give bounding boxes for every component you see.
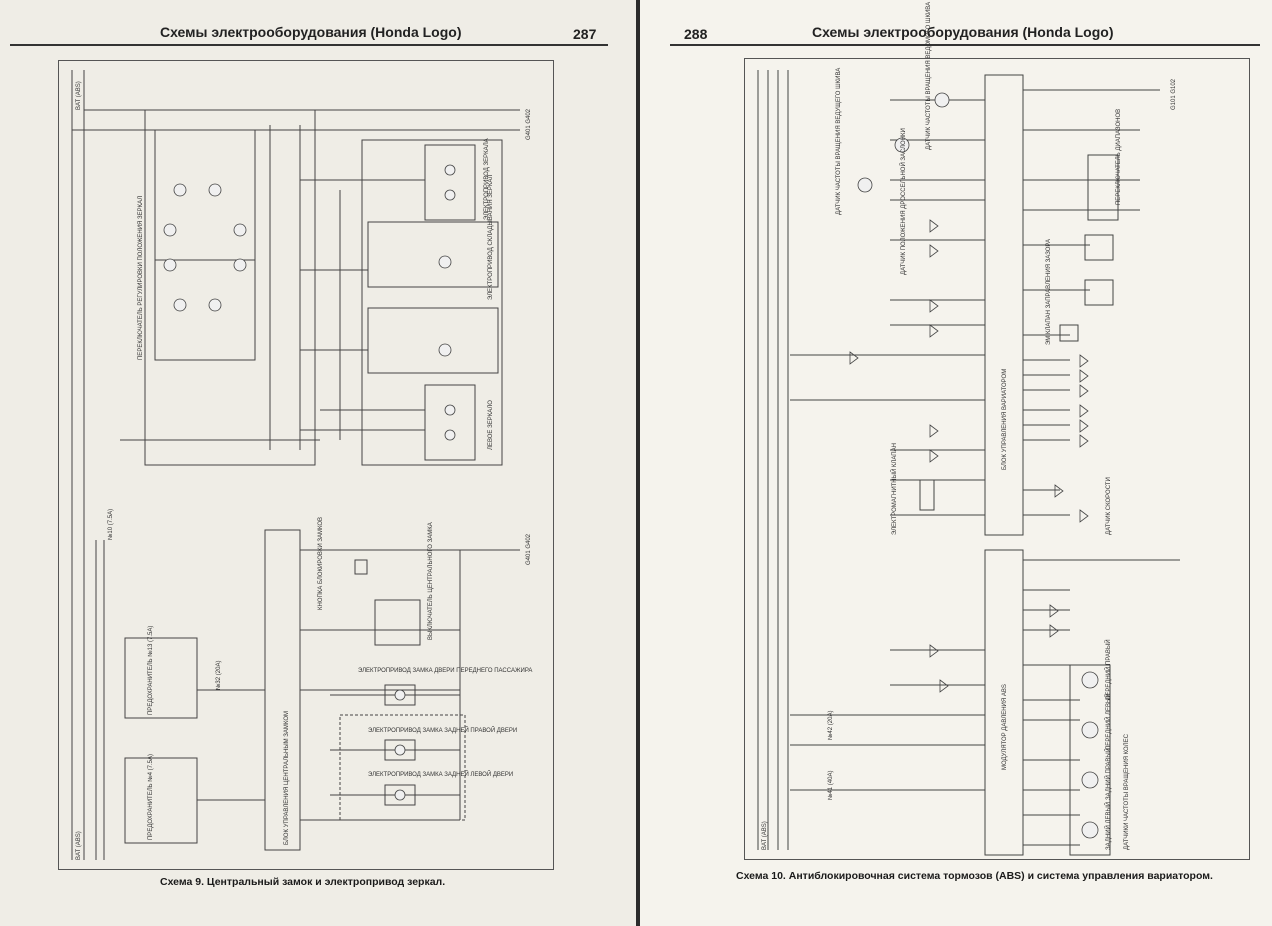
- selector-switch-label: ПЕРЕКЛЮЧАТЕЛЬ ДИАПАЗОНОВ: [1116, 109, 1122, 205]
- left-page-number: 287: [573, 26, 597, 42]
- left-diagram-frame: [58, 60, 554, 870]
- fold-drive-label: ЭЛЕКТРОПРИВОД СКЛАДЫВАНИЯ ЗЕРКАЛ: [488, 175, 494, 300]
- ground-label-1: G401 G402: [526, 108, 532, 140]
- lock-button-label: КНОПКА БЛОКИРОВКИ ЗАМКОВ: [318, 517, 324, 610]
- rear-left-lock-label: ЭЛЕКТРОПРИВОД ЗАМКА ЗАДНЕЙ ЛЕВОЙ ДВЕРИ: [368, 770, 513, 778]
- right-header-title: Схемы электрооборудования (Honda Logo): [812, 24, 1114, 40]
- left-header-rule: [10, 44, 608, 46]
- wheel-sensors-label: ДАТЧИКИ ЧАСТОТЫ ВРАЩЕНИЯ КОЛЕС: [1124, 733, 1130, 850]
- bat-label-right: BAT (ABS): [762, 821, 768, 850]
- left-header-title: Схемы электрооборудования (Honda Logo): [160, 24, 462, 40]
- pressure-valve-label: ЭМ КЛАПАН ЗАПРАВЛЕНИЯ ЗАЗОРА: [1046, 239, 1052, 345]
- ground-label-2: G401 G402: [526, 533, 532, 565]
- right-page: 288 Схемы электрооборудования (Honda Log…: [640, 0, 1272, 926]
- speed-sensor-label: ДАТЧИК ЧАСТОТЫ ВРАЩЕНИЯ ВЕДОМОГО ШКИВА: [926, 2, 932, 150]
- rear-right-lock-label: ЭЛЕКТРОПРИВОД ЗАМКА ЗАДНЕЙ ПРАВОЙ ДВЕРИ: [368, 726, 517, 734]
- left-wiring-diagram: ПЕРЕКЛЮЧАТЕЛЬ РЕГУЛИРОВКИ ПОЛОЖЕНИЯ ЗЕРК…: [71, 70, 532, 860]
- right-header-rule: [670, 44, 1260, 46]
- solenoid-label: ЭЛЕКТРОМАГНИТНЫЙ КЛАПАН: [890, 443, 898, 535]
- fuse-41-label: №41 (40A): [827, 771, 834, 800]
- right-diagram-frame: [744, 58, 1250, 860]
- fr-label: ПЕРЕДНИЙ ПРАВЫЙ: [1104, 639, 1112, 700]
- fuse-42-label: №42 (20A): [827, 711, 834, 740]
- lock-switch-label: ВЫКЛЮЧАТЕЛЬ ЦЕНТРАЛЬНОГО ЗАМКА: [428, 522, 434, 640]
- rr-label: ЗАДНИЙ ПРАВЫЙ: [1104, 748, 1112, 800]
- fl-label: ПЕРЕДНИЙ ЛЕВЫЙ: [1104, 693, 1112, 750]
- speed-out-label: ДАТЧИК СКОРОСТИ: [1106, 477, 1112, 535]
- ground-label-right: G101 G102: [1171, 78, 1177, 110]
- left-page: Схемы электрооборудования (Honda Logo) 2…: [0, 0, 636, 926]
- left-caption: Схема 9. Центральный замок и электроприв…: [160, 876, 446, 888]
- bat-label-bottom: BAT (ABS): [76, 831, 82, 860]
- fuse-10-label: №10 (7.5А): [107, 509, 114, 540]
- right-mirror-drive-label: ЭЛЕКТРОПРИВОД ЗЕРКАЛА: [484, 138, 490, 220]
- book-gutter: [636, 0, 640, 926]
- fuse-box-1-label: ПРЕДОХРАНИТЕЛЬ №13 (7.5А): [147, 626, 154, 715]
- fuse-32-label: №32 (20A): [215, 661, 222, 690]
- left-mirror-label: ЛЕВОЕ ЗЕРКАЛО: [488, 400, 494, 450]
- mirror-switch-label: ПЕРЕКЛЮЧАТЕЛЬ РЕГУЛИРОВКИ ПОЛОЖЕНИЯ ЗЕРК…: [138, 196, 144, 360]
- fuse-box-2-label: ПРЕДОХРАНИТЕЛЬ №4 (7.5А): [147, 754, 154, 840]
- bat-label-top: BAT (ABS): [76, 81, 82, 110]
- cvt-unit-label: БЛОК УПРАВЛЕНИЯ ВАРИАТОРОМ: [1002, 369, 1008, 470]
- abs-modulator-label: МОДУЛЯТОР ДАВЛЕНИЯ ABS: [1002, 684, 1008, 770]
- front-pass-lock-label: ЭЛЕКТРОПРИВОД ЗАМКА ДВЕРИ ПЕРЕДНЕГО ПАСС…: [358, 668, 532, 674]
- right-page-number: 288: [684, 26, 708, 42]
- right-wiring-diagram: БЛОК УПРАВЛЕНИЯ ВАРИАТОРОМ МОДУЛЯТОР ДАВ…: [757, 2, 1180, 856]
- rl-label: ЗАДНИЙ ЛЕВЫЙ: [1104, 802, 1112, 850]
- drive-pulley-sensor-label: ДАТЧИК ЧАСТОТЫ ВРАЩЕНИЯ ВЕДУЩЕГО ШКИВА: [836, 68, 842, 215]
- right-caption: Схема 10. Антиблокировочная система торм…: [736, 870, 1213, 882]
- throttle-sensor-label: ДАТЧИК ПОЛОЖЕНИЯ ДРОССЕЛЬНОЙ ЗАСЛОНКИ: [899, 128, 907, 275]
- lock-unit-label: БЛОК УПРАВЛЕНИЯ ЦЕНТРАЛЬНЫМ ЗАМКОМ: [284, 711, 290, 845]
